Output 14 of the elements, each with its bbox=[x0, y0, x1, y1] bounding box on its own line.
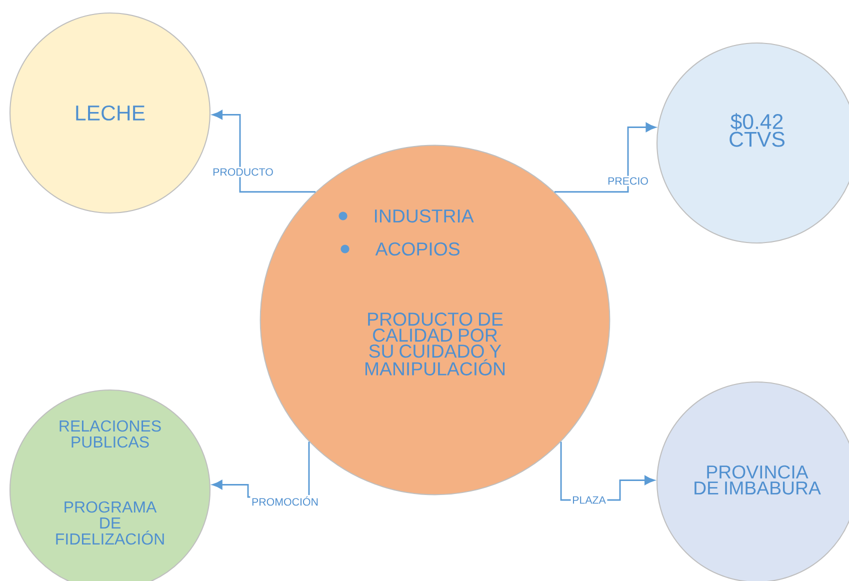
node-text: RELACIONES PUBLICAS bbox=[60, 420, 161, 448]
node-text: PROGRAMA DE FIDELIZACIÓN bbox=[56, 501, 164, 545]
edge-label: PRODUCTO bbox=[211, 166, 275, 178]
node-text: LECHE bbox=[76, 105, 145, 121]
edge-label: PRECIO bbox=[606, 176, 650, 186]
arrow bbox=[212, 110, 316, 193]
edge-label: PROMOCIÓN bbox=[250, 494, 320, 507]
node-text: PROVINCIA DE IMBABURA bbox=[694, 465, 821, 495]
list-item: INDUSTRIA bbox=[375, 209, 474, 223]
arrow bbox=[554, 122, 656, 193]
node-text: PRODUCTO DE CALIDAD POR SU CUIDADO Y MANIPULACIÓN bbox=[365, 312, 505, 376]
node-text: $0.42 CTVS bbox=[730, 113, 784, 147]
list-item: ACOPIOS bbox=[375, 242, 460, 256]
edge-label: PLAZA bbox=[570, 495, 608, 505]
